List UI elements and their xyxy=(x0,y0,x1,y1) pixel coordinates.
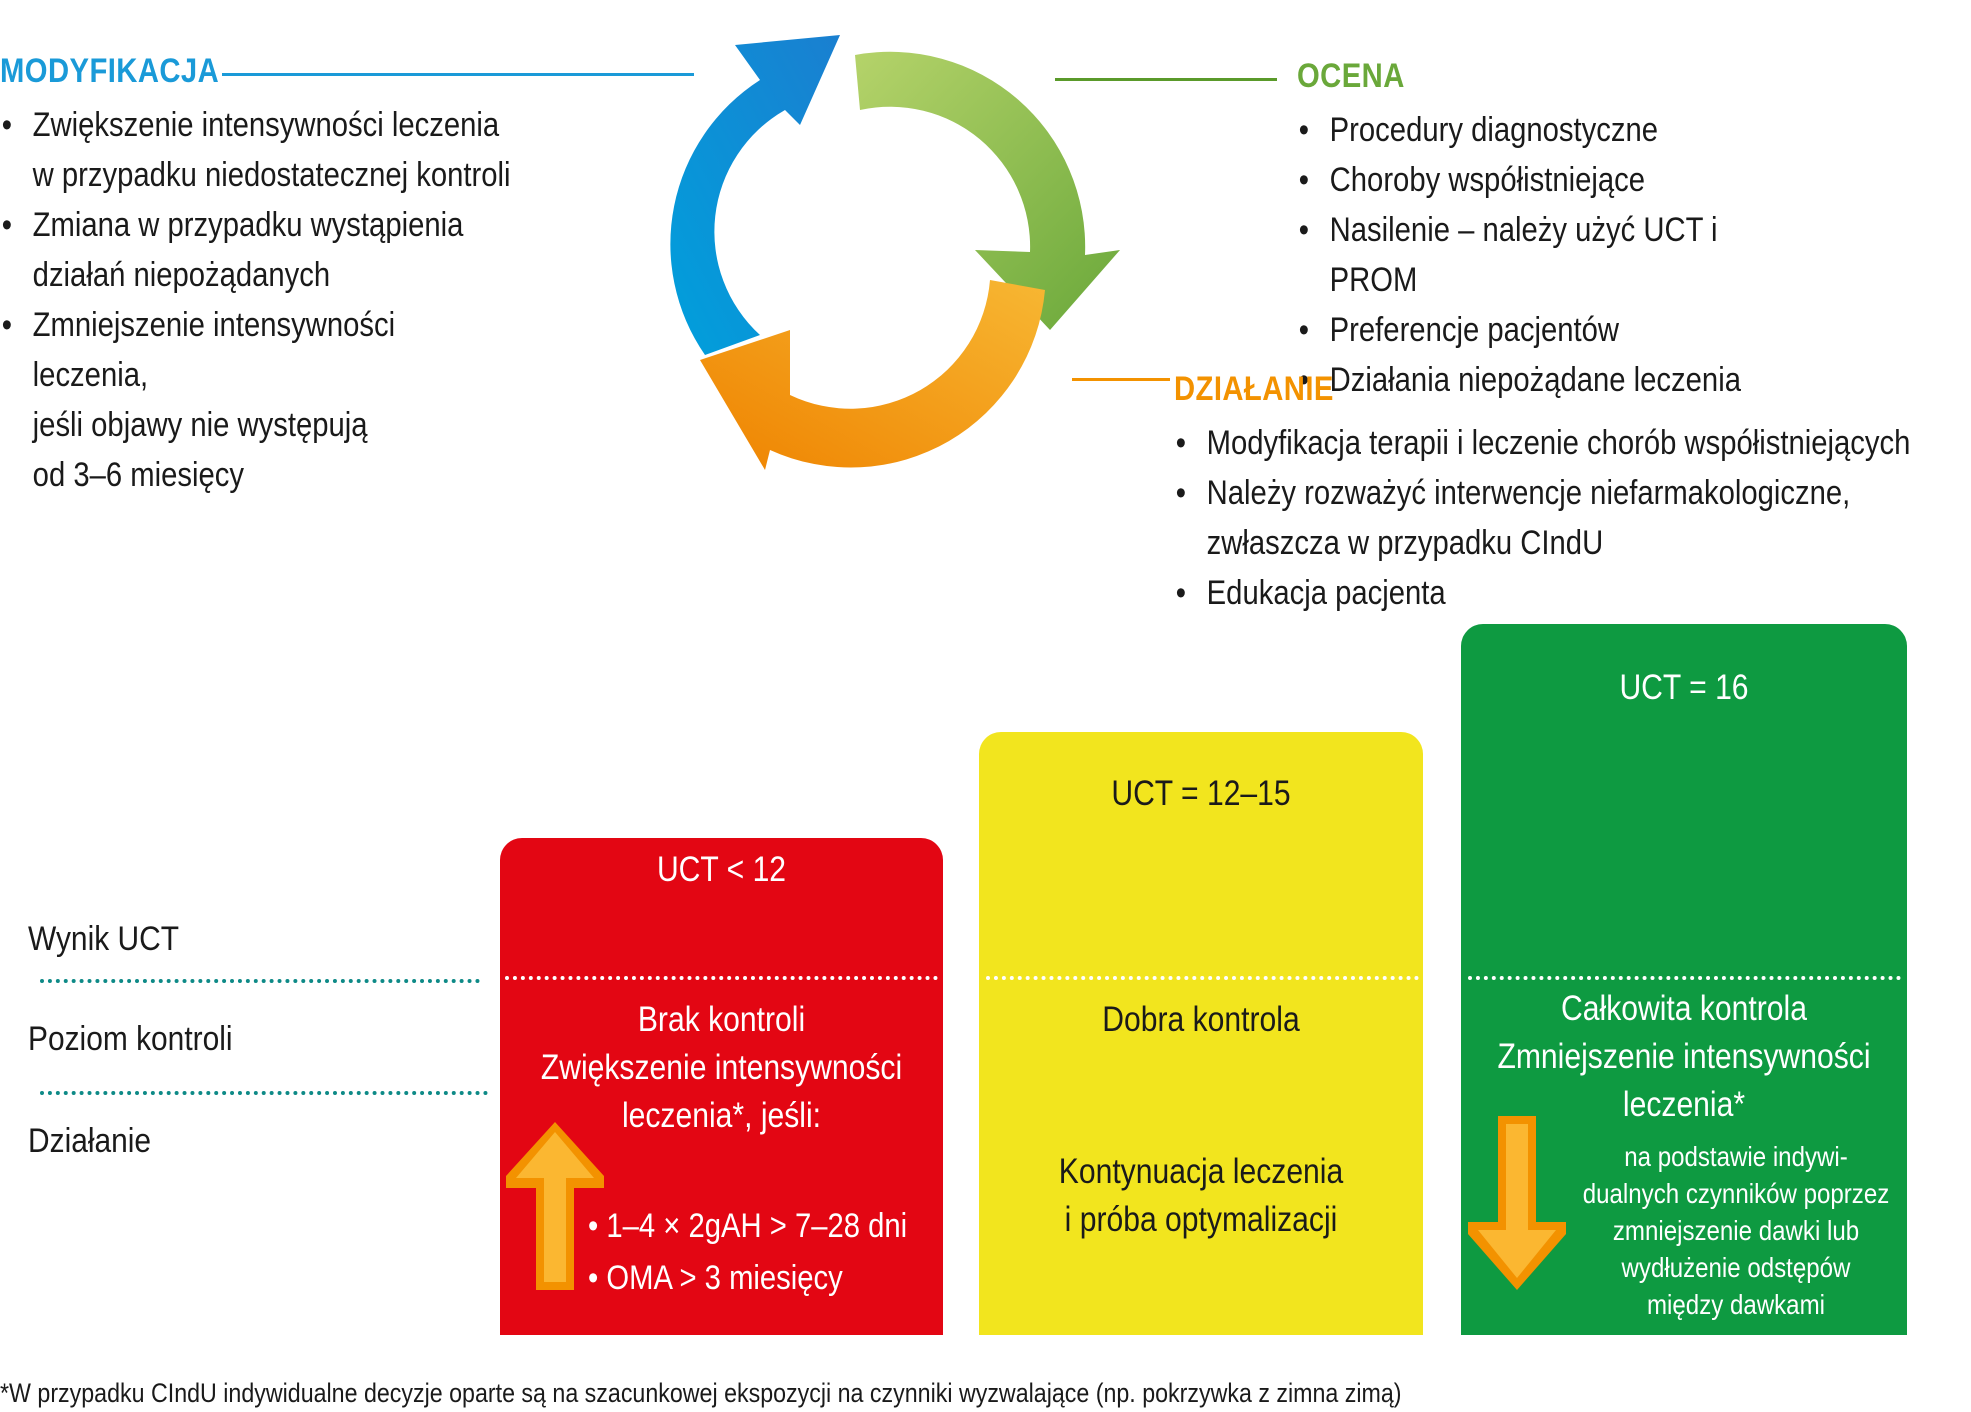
yellow-level: Dobra kontrola xyxy=(1102,1000,1300,1039)
dzialanie-title: DZIAŁANIE xyxy=(1174,370,1334,408)
arrow-up-icon xyxy=(506,1122,604,1290)
cycle-diagram xyxy=(670,35,1120,470)
dzialanie-list: Modyfikacja terapii i leczenie chorób ws… xyxy=(1174,418,1965,618)
list-item: Działania niepożądane leczenia xyxy=(1297,355,1813,405)
dotted-separator-red xyxy=(505,976,938,980)
dotted-separator-left-1 xyxy=(40,979,480,983)
yellow-action: Kontynuacja leczenia i próba optymalizac… xyxy=(1058,1152,1344,1239)
green-score: UCT = 16 xyxy=(1619,668,1749,707)
green-arrow xyxy=(855,51,1120,330)
green-action: na podstawie indywi- dualnych czynników … xyxy=(1582,1141,1890,1320)
footnote: *W przypadku CIndU indywidualne decyzje … xyxy=(0,1378,1402,1408)
ocena-line xyxy=(1055,78,1277,81)
modyfikacja-list: Zwiększenie intensywności leczenia w prz… xyxy=(0,100,516,500)
list-item: Zmiana w przypadku wystąpienia działań n… xyxy=(0,200,516,300)
dotted-separator-yellow xyxy=(986,976,1419,980)
list-item: Edukacja pacjenta xyxy=(1174,568,1965,618)
list-item: Modyfikacja terapii i leczenie chorób ws… xyxy=(1174,418,1965,468)
list-item: Należy rozważyć interwencje niefarmakolo… xyxy=(1174,468,1965,568)
red-level: Brak kontroli Zwiększenie intensywności … xyxy=(540,1000,903,1135)
dzialanie-line xyxy=(1072,378,1170,381)
modyfikacja-title: MODYFIKACJA xyxy=(0,52,220,90)
orange-arrow xyxy=(700,280,1045,470)
dotted-separator-left-2 xyxy=(40,1091,488,1095)
red-items: • 1–4 × 2gAH > 7–28 dni • OMA > 3 miesię… xyxy=(588,1200,907,1304)
blue-arrow xyxy=(670,35,840,355)
modyfikacja-line xyxy=(222,73,694,76)
list-item: Procedury diagnostyczne xyxy=(1297,105,1813,155)
arrow-down-icon xyxy=(1468,1116,1566,1290)
row-label-wynik: Wynik UCT xyxy=(28,920,179,958)
list-item: Nasilenie – należy użyć UCT i PROM xyxy=(1297,205,1813,305)
red-item-1: • 1–4 × 2gAH > 7–28 dni xyxy=(588,1207,908,1245)
list-item: Zwiększenie intensywności leczenia w prz… xyxy=(0,100,516,200)
yellow-score: UCT = 12–15 xyxy=(1111,774,1291,813)
red-score: UCT < 12 xyxy=(656,850,787,889)
dotted-separator-green xyxy=(1468,976,1901,980)
row-label-poziom: Poziom kontroli xyxy=(28,1020,233,1058)
ocena-title: OCENA xyxy=(1297,57,1405,95)
row-label-dzialanie: Działanie xyxy=(28,1122,152,1160)
green-level: Całkowita kontrola Zmniejszenie intensyw… xyxy=(1497,989,1871,1124)
list-item: Preferencje pacjentów xyxy=(1297,305,1813,355)
red-item-2: • OMA > 3 miesięcy xyxy=(588,1259,843,1297)
ocena-list: Procedury diagnostyczne Choroby współist… xyxy=(1297,105,1813,405)
list-item: Choroby współistniejące xyxy=(1297,155,1813,205)
list-item: Zmniejszenie intensywności leczenia, jeś… xyxy=(0,300,516,500)
yellow-box xyxy=(979,732,1423,1335)
